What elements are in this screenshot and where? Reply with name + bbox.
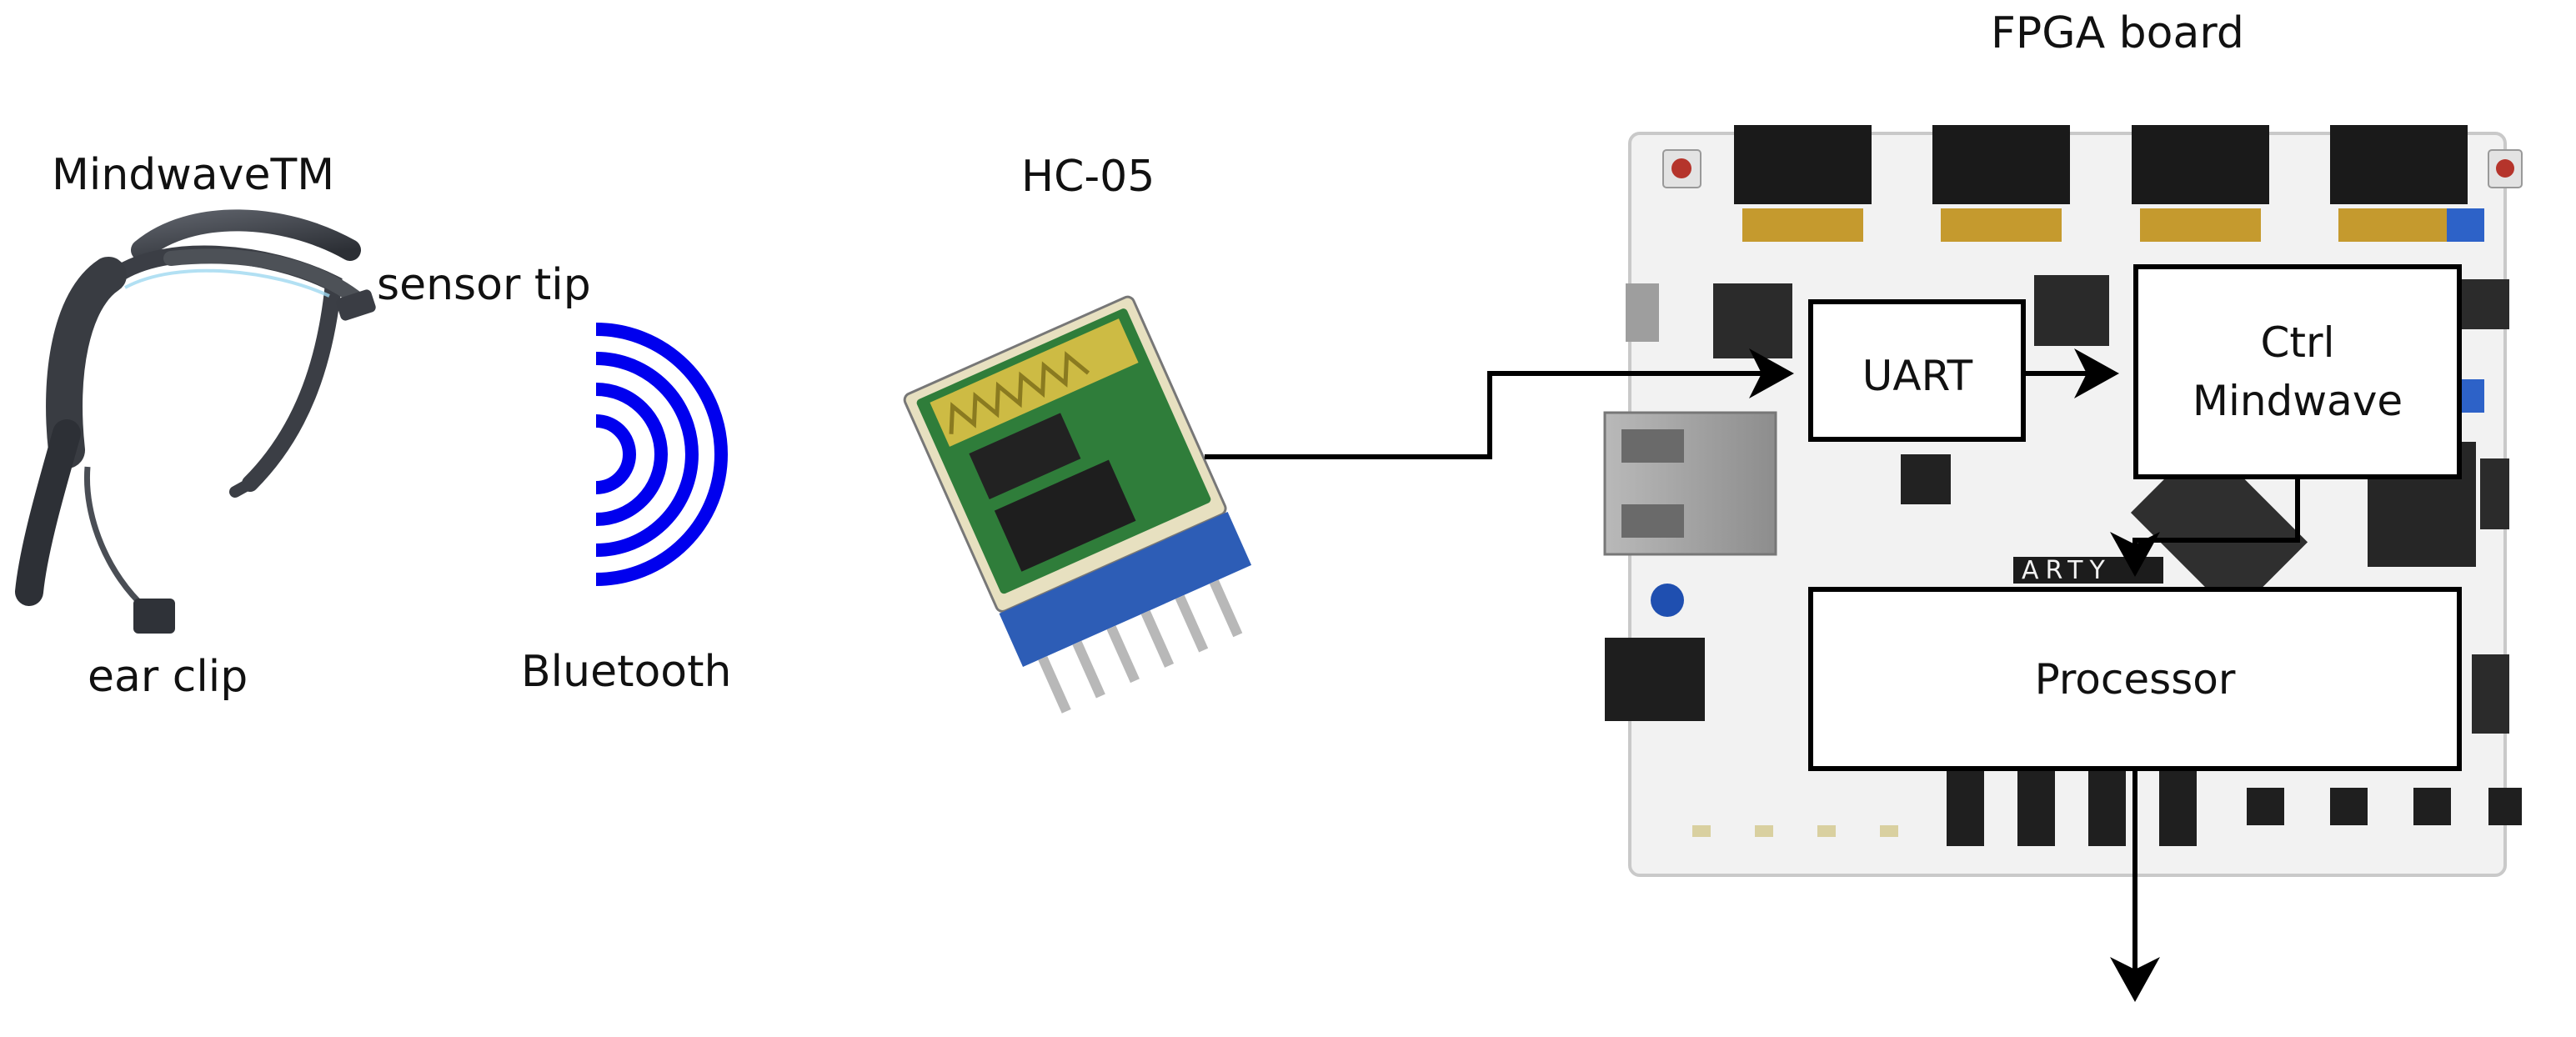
fpga-board-label: FPGA board [1991,8,2244,58]
bluetooth-label: Bluetooth [521,647,732,697]
hc05-to-uart-arrow [1205,348,1794,459]
processor-label: Processor [2035,655,2236,704]
headset-label: MindwaveTM [52,150,335,200]
ctrl-to-processor-arrow [2110,477,2300,577]
uart-label: UART [1862,352,1973,400]
hc05-module [903,295,1252,714]
processor-block: Processor [1808,587,2462,771]
uart-block: UART [1808,299,2026,442]
sensor-tip-label: sensor tip [377,260,591,310]
hc05-label: HC-05 [1021,152,1155,202]
ctrl-label-line1: Ctrl [2261,318,2335,367]
mindwave-headset [15,209,376,634]
ctrl-mindwave-block: Ctrl Mindwave [2133,264,2462,479]
board-brand-text: ARTY [2022,556,2112,585]
bluetooth-waves-icon [595,323,728,586]
ctrl-label-line2: Mindwave [2193,377,2403,425]
ear-clip-label: ear clip [88,652,248,702]
connections [1205,348,2300,1002]
